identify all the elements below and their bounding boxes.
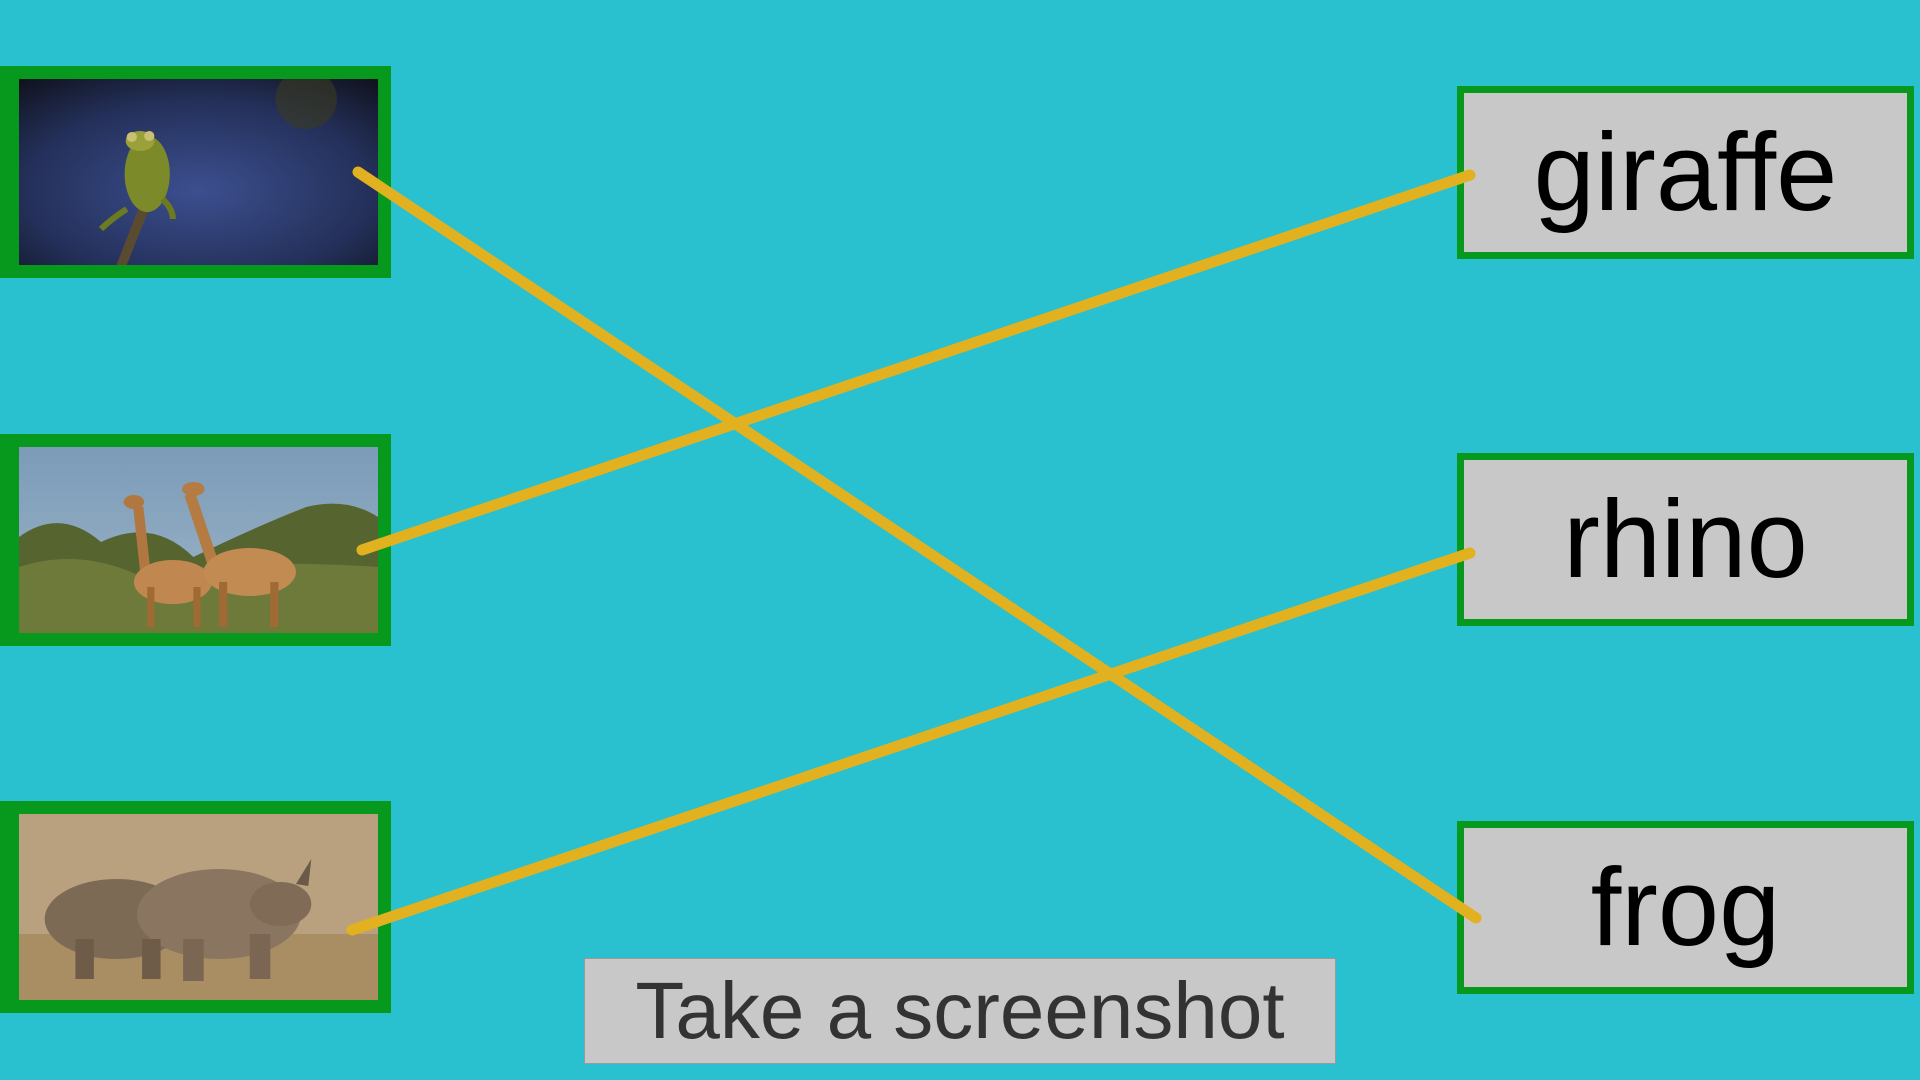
word-label: giraffe: [1533, 110, 1838, 234]
word-card-rhino[interactable]: rhino: [1457, 453, 1914, 626]
frog-image-card[interactable]: [0, 66, 391, 278]
giraffe-image-card[interactable]: [0, 434, 391, 646]
word-card-giraffe[interactable]: giraffe: [1457, 86, 1914, 259]
take-screenshot-button[interactable]: Take a screenshot: [584, 958, 1336, 1064]
word-label: rhino: [1563, 477, 1808, 601]
word-card-frog[interactable]: frog: [1457, 821, 1914, 994]
connector-frog-to-frog: [352, 166, 1482, 924]
connector-giraffe-to-giraffe: [356, 169, 1476, 556]
connector-rhino-to-rhino: [346, 547, 1476, 936]
frog-photo: [19, 79, 378, 265]
rhino-image-card[interactable]: [0, 801, 391, 1013]
giraffe-photo: [19, 447, 378, 633]
rhino-photo: [19, 814, 378, 1000]
word-label: frog: [1590, 845, 1781, 969]
